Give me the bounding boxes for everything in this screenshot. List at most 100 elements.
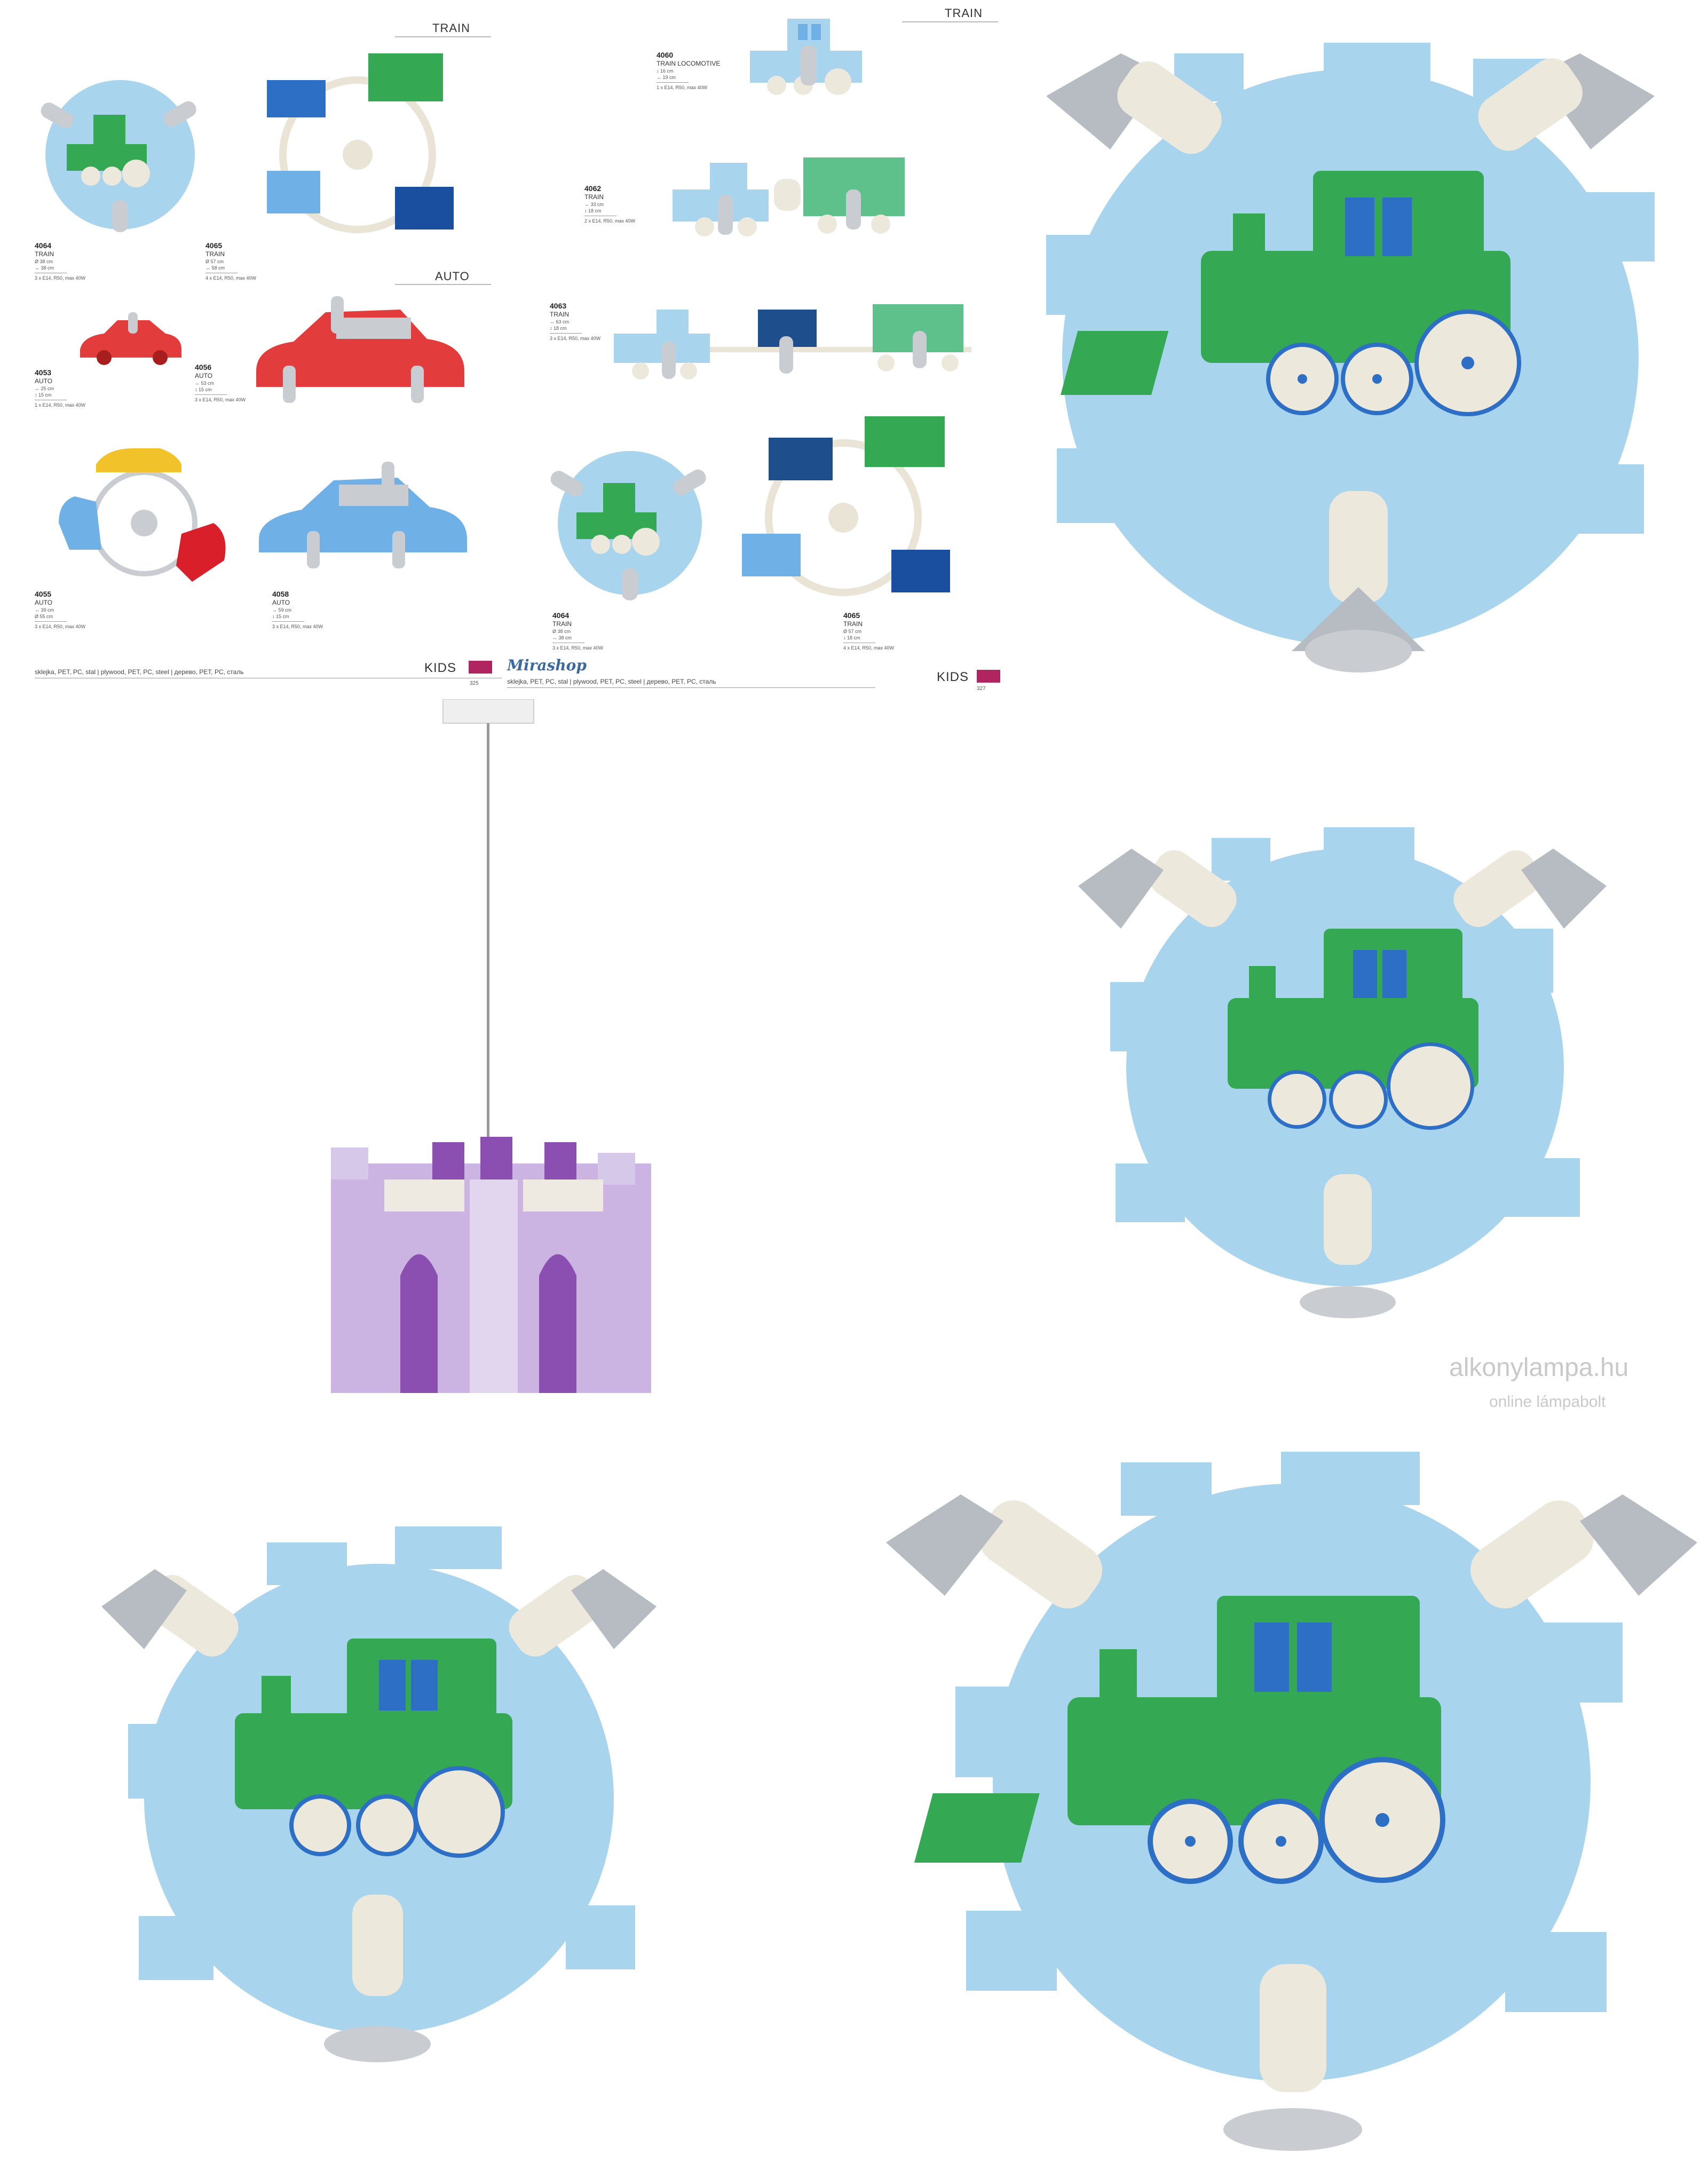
product-info-4053: 4053 AUTO ↔ 25 cm ↕ 15 cm 1 x E14, R50, … (35, 368, 85, 408)
green-locomotive (1061, 171, 1521, 416)
product-code: 4064 (552, 611, 570, 620)
product-code: 4065 (205, 241, 223, 250)
product-info-4063: 4063 TRAIN ↔ 63 cm ↕ 18 cm 3 x E14, R50,… (550, 302, 600, 342)
product-spec: 3 x E14, R50, max 40W (35, 624, 86, 629)
section-title-train: TRAIN (432, 21, 470, 35)
product-spec: Ø 38 cm (35, 259, 53, 264)
product-info-4062: 4062 TRAIN ↔ 33 cm ↕ 18 cm 2 x E14, R50,… (584, 184, 635, 224)
divider (550, 333, 582, 334)
product-spec: Ø 38 cm (552, 629, 571, 634)
train-lamp-photo-large (1046, 43, 1655, 672)
divider (195, 394, 227, 395)
product-code: 4062 (584, 184, 602, 193)
product-info-4058: 4058 AUTO ↔ 59 cm ↕ 15 cm 3 x E14, R50, … (272, 590, 323, 630)
castle-shade (331, 1137, 651, 1393)
product-spec: 4 x E14, R50, max 40W (843, 645, 895, 651)
product-spec: ↔ 58 cm (205, 265, 225, 271)
product-info-4056: 4056 AUTO ↔ 53 cm ↕ 15 cm 3 x E14, R50, … (195, 363, 246, 403)
brand-logo: Mirashop (507, 656, 587, 674)
kids-label: KIDS (424, 661, 457, 675)
section-title-train: TRAIN (945, 6, 983, 20)
product-name: TRAIN (35, 250, 54, 258)
product-name: AUTO (272, 599, 290, 606)
product-spec: ↕ 18 cm (584, 208, 602, 213)
product-code: 4056 (195, 363, 212, 371)
product-spec: ↔ 38 cm (552, 635, 572, 640)
product-spec: ↕ 15 cm (35, 392, 52, 398)
product-spec: 3 x E14, R50, max 40W (552, 645, 604, 651)
product-spec: Ø 57 cm (205, 259, 224, 264)
product-spec: ↔ 53 cm (195, 381, 215, 386)
spotlight-right (1478, 53, 1655, 151)
product-spec: 3 x E14, R50, max 40W (195, 397, 246, 402)
product-spec: ↕ 16 cm (657, 68, 674, 74)
product-spec: Ø 57 cm (843, 629, 862, 634)
product-info-4064: 4064 TRAIN Ø 38 cm ↔ 38 cm 3 x E14, R50,… (35, 241, 85, 281)
product-image-4065-b (742, 416, 950, 596)
ceiling-canopy (442, 699, 534, 724)
product-name: TRAIN (584, 193, 604, 201)
suspension-wire (487, 723, 489, 1166)
product-image-4058 (259, 462, 467, 568)
divider (35, 621, 67, 622)
product-code: 4055 (35, 590, 52, 598)
product-image-4062 (673, 157, 905, 236)
product-spec: ↔ 59 cm (272, 607, 292, 613)
product-name: TRAIN (550, 311, 569, 318)
kids-label: KIDS (937, 670, 969, 684)
product-spec: ↕ 18 cm (843, 635, 860, 640)
section-title-auto: AUTO (435, 270, 470, 283)
product-spec: ↔ 38 cm (35, 265, 54, 271)
divider (272, 621, 304, 622)
product-name: AUTO (35, 377, 53, 385)
product-code: 4063 (550, 302, 567, 310)
product-image-4064 (41, 80, 196, 232)
section-rule (395, 36, 491, 37)
product-spec: 1 x E14, R50, max 40W (657, 85, 708, 90)
divider (657, 82, 689, 83)
spotlight-left (1046, 53, 1222, 154)
product-image-4064-b (550, 451, 706, 600)
page-number: 327 (977, 686, 986, 692)
product-spec: ↕ 15 cm (272, 614, 289, 619)
product-spec: ↔ 19 cm (657, 75, 676, 80)
product-info-4065: 4065 TRAIN Ø 57 cm ↔ 58 cm 4 x E14, R50,… (205, 241, 256, 281)
product-name: AUTO (195, 372, 213, 379)
product-info-4060: 4060 TRAIN LOCOMOTIVE ↕ 16 cm ↔ 19 cm 1 … (657, 51, 720, 91)
product-spec: 3 x E14, R50, max 40W (550, 336, 601, 341)
product-image-4060 (750, 19, 862, 95)
product-spec: ↔ 25 cm (35, 386, 54, 391)
product-spec: 4 x E14, R50, max 40W (205, 275, 257, 281)
product-spec: 1 x E14, R50, max 40W (35, 402, 86, 408)
product-image-4053 (80, 312, 181, 365)
product-image-4065 (267, 53, 454, 233)
castle-pendant-photo (331, 699, 651, 1393)
watermark-tagline: online lámpabolt (1489, 1393, 1606, 1411)
footer-rule (507, 687, 875, 688)
product-image-4056 (256, 296, 464, 403)
section-rule (902, 21, 998, 22)
section-rule (395, 284, 491, 285)
footer-materials: sklejka, PET, PC, stal | plywood, PET, P… (35, 668, 244, 676)
product-code: 4058 (272, 590, 289, 598)
train-lamp-photo-medium (1078, 827, 1607, 1318)
watermark-site: alkonylampa.hu (1449, 1353, 1629, 1382)
product-info-4064-b: 4064 TRAIN Ø 38 cm ↔ 38 cm 3 x E14, R50,… (552, 611, 603, 651)
product-spec: 3 x E14, R50, max 40W (272, 624, 323, 629)
product-name: TRAIN LOCOMOTIVE (657, 60, 721, 67)
product-image-4063 (614, 304, 971, 379)
product-image-4055 (59, 448, 226, 582)
product-info-4055: 4055 AUTO ↔ 39 cm Ø 55 cm 3 x E14, R50, … (35, 590, 85, 630)
product-spec: Ø 55 cm (35, 614, 53, 619)
train-lamp-photo-bottom-left (101, 1526, 657, 2062)
catalog-page-right: TRAIN 4060 TRAIN LOCOMOTIVE ↕ 16 cm ↔ 19… (507, 0, 1009, 694)
product-spec: ↔ 63 cm (550, 319, 570, 324)
product-name: AUTO (35, 599, 53, 606)
product-spec: ↕ 18 cm (550, 326, 567, 331)
catalog-page-left: TRAIN 4064 TRAIN Ø 38 cm ↔ 38 cm 3 x E14… (0, 0, 512, 694)
train-lamp-photo-bottom-right (886, 1452, 1697, 2151)
page-number: 325 (470, 680, 479, 686)
footer-materials: sklejka, PET, PC, stal | plywood, PET, P… (507, 678, 716, 685)
product-spec: ↕ 15 cm (195, 387, 212, 392)
product-code: 4053 (35, 368, 52, 377)
